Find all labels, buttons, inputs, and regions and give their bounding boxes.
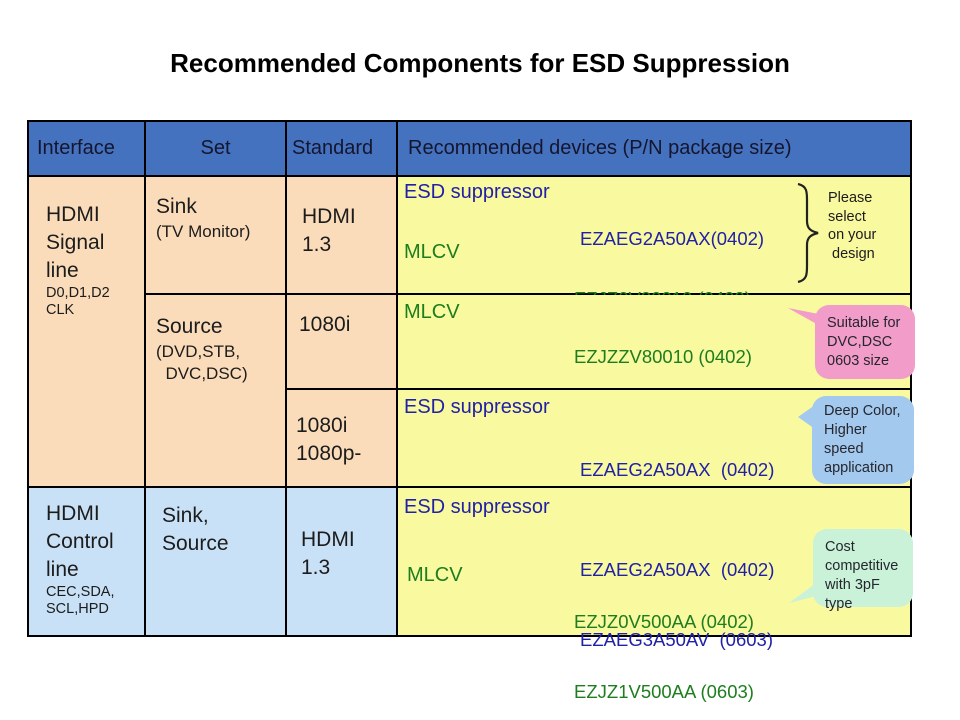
note-line: design: [832, 245, 875, 262]
part-number: EZAEG2A50AX (0402): [580, 459, 775, 480]
devices-r3-esd-label: ESD suppressor: [404, 396, 550, 418]
standard-r3-line-2: 1080p-: [296, 442, 362, 465]
standard-r3-line-1: 1080i: [296, 414, 348, 437]
standard-r4-line-2: 1.3: [301, 556, 331, 579]
standard-r1-line-1: HDMI: [302, 205, 356, 228]
note-line: on your: [828, 227, 877, 243]
cell-set-source: Source (DVD,STB, DVC,DSC): [146, 295, 287, 488]
part-number: EZJZZV80010 (0402): [574, 346, 752, 367]
part-number: EZAEG2A50AX(0402): [580, 228, 765, 249]
interface-signal-sub-1: D0,D1,D2: [46, 285, 110, 301]
interface-signal-line-2: Signal: [46, 231, 105, 254]
header-set: Set: [146, 122, 287, 177]
part-number: EZAEG2A50AX (0402): [580, 559, 775, 580]
interface-control-sub-2: SCL,HPD: [46, 601, 109, 617]
devices-r4-mlcv-parts: EZJZ0V500AA (0402) EZJZ1V500AA (0603): [574, 565, 754, 720]
interface-control-line-1: HDMI: [46, 502, 100, 525]
cell-standard-hdmi13-r4: HDMI 1.3: [287, 488, 398, 635]
callout-line: Suitable for: [827, 315, 901, 331]
cell-set-sink-source: Sink, Source: [146, 488, 287, 635]
set-source-sub-2: DVC,DSC): [156, 364, 248, 383]
standard-r2-line-1: 1080i: [299, 313, 351, 336]
callout-line: competitive: [825, 558, 899, 574]
part-number: EZJZ0V500AA (0402): [574, 611, 754, 632]
callout-line: speed: [824, 441, 864, 457]
part-number: EZJZ1V500AA (0603): [574, 681, 754, 702]
page-title: Recommended Components for ESD Suppressi…: [170, 48, 790, 78]
standard-r4-line-1: HDMI: [301, 528, 355, 551]
cell-set-sink: Sink (TV Monitor): [146, 177, 287, 295]
set-sink-sub: (TV Monitor): [156, 222, 251, 241]
cell-standard-1080i-1080p: 1080i 1080p-: [287, 390, 398, 488]
interface-control-line-2: Control: [46, 530, 114, 553]
standard-r1-line-2: 1.3: [302, 233, 332, 256]
cell-interface-hdmi-control-line: HDMI Control line CEC,SDA, SCL,HPD: [29, 488, 146, 635]
callout-tail: [798, 405, 815, 429]
callout-line: application: [824, 460, 894, 476]
brace-icon: [797, 183, 819, 283]
set-sink-source-line-2: Source: [162, 532, 229, 555]
interface-signal-line-3: line: [46, 259, 79, 282]
set-source-sub-1: (DVD,STB,: [156, 342, 241, 361]
callout-tail: [788, 308, 822, 327]
callout-line: Deep Color,: [824, 403, 901, 419]
callout-deep-color: Deep Color, Higher speed application: [798, 396, 914, 484]
cell-interface-hdmi-signal-line: HDMI Signal line D0,D1,D2 CLK: [29, 177, 146, 488]
cell-devices-r4: ESD suppressor EZAEG2A50AX (0402) EZAEG3…: [398, 488, 913, 702]
devices-r1-esd-label: ESD suppressor: [404, 181, 550, 203]
interface-signal-line-1: HDMI: [46, 203, 100, 226]
cell-standard-hdmi13-r1: HDMI 1.3: [287, 177, 398, 295]
callout-line: 0603 size: [827, 353, 890, 369]
devices-r1-mlcv-label: MLCV: [404, 241, 460, 263]
callout-line: DVC,DSC: [827, 334, 893, 350]
callout-line: Cost: [825, 539, 855, 555]
set-sink-main: Sink: [156, 195, 197, 218]
esd-table: Interface Set Standard Recommended devic…: [27, 120, 915, 702]
cell-devices-r3: ESD suppressor EZAEG2A50AX (0402) EZAEG3…: [398, 390, 914, 549]
interface-signal-sub-2: CLK: [46, 302, 75, 318]
cell-standard-1080i: 1080i: [287, 295, 398, 390]
note-line: select: [828, 208, 866, 225]
header-devices: Recommended devices (P/N package size): [398, 122, 910, 177]
part-number: EZAEG3A50AV (0603): [580, 629, 773, 650]
callout-line: with 3pF type: [825, 577, 880, 612]
devices-r4-esd-parts: EZAEG2A50AX (0402) EZAEG3A50AV (0603): [580, 513, 774, 697]
callout-tail: [789, 581, 819, 603]
cell-devices-r2: MLCV EZJZZV80010 (0402) EZJZ0V80010 (040…: [398, 295, 915, 507]
cell-devices-r1: ESD suppressor EZAEG2A50AX(0402) EZAEG3A…: [398, 177, 910, 377]
set-sink-source-line-1: Sink,: [162, 504, 209, 527]
header-standard: Standard: [287, 122, 398, 177]
interface-control-sub-1: CEC,SDA,: [46, 584, 115, 600]
callout-suitable-dvc-dsc: Suitable for DVC,DSC 0603 size: [788, 305, 915, 379]
callout-line: Higher: [824, 422, 867, 438]
set-source-main: Source: [156, 315, 223, 338]
devices-r4-mlcv-label: MLCV: [407, 564, 463, 586]
devices-r1-note: Please select on your design: [828, 189, 908, 263]
interface-control-line-3: line: [46, 558, 79, 581]
note-line: Please: [828, 190, 873, 206]
header-interface: Interface: [29, 122, 146, 177]
devices-r2-mlcv-label: MLCV: [404, 301, 460, 323]
devices-r4-esd-label: ESD suppressor: [404, 496, 550, 518]
callout-cost-competitive: Cost competitive with 3pF type: [789, 529, 913, 612]
